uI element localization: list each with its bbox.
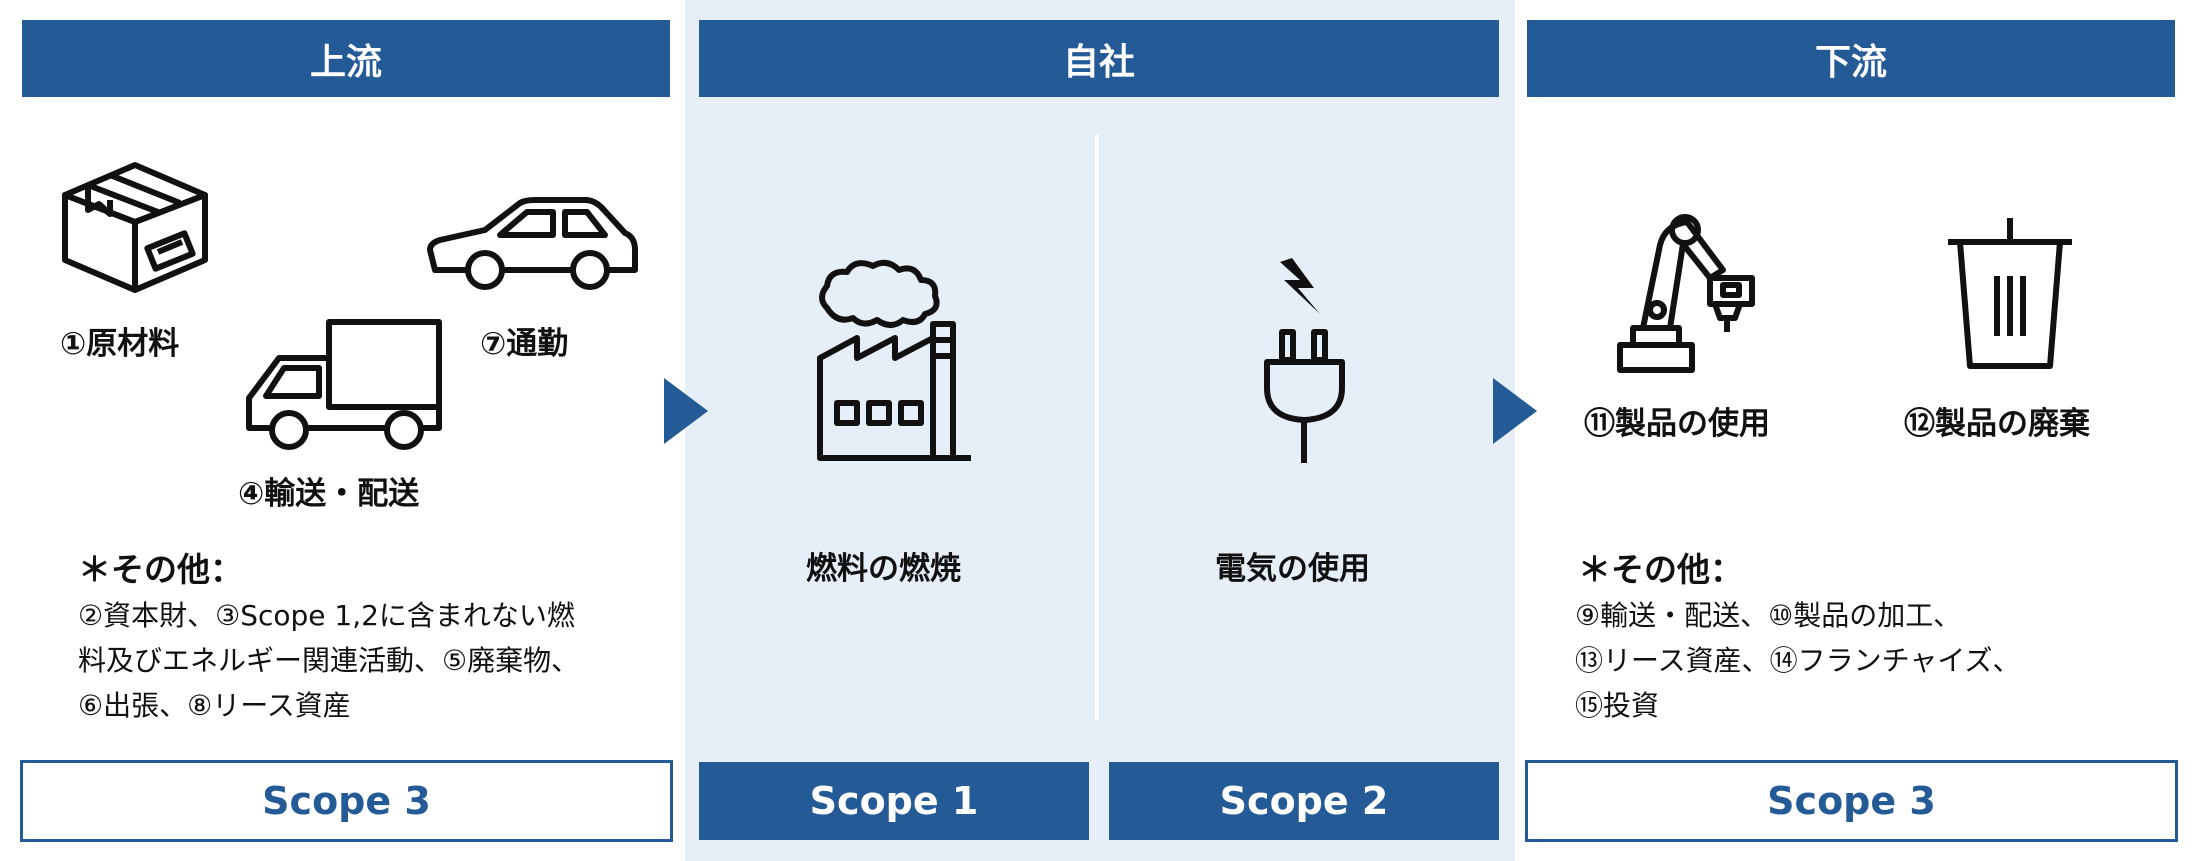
downstream-other-line: ⑮投資 [1575,689,1660,722]
scope-1-label: Scope 1 [809,779,979,823]
upstream-other-line: ⑥出張、⑧リース資産 [78,689,351,722]
scope-3-upstream-label: Scope 3 [262,779,431,823]
header-upstream: 上流 [22,20,670,97]
flow-arrow-icon [664,378,708,444]
upstream-other-line: 料及びエネルギー関連活動、⑤廃棄物、 [78,644,580,677]
header-upstream-label: 上流 [309,41,382,83]
scope-divider [1095,135,1099,720]
scope-2-label: Scope 2 [1219,779,1389,823]
upstream-other-title: ＊その他： [78,550,243,589]
item-raw-materials-label: ①原材料 [60,326,180,362]
header-own-company-label: 自社 [1062,41,1135,83]
header-own-company: 自社 [699,20,1499,97]
downstream-other-text: ⑨輸送・配送、⑩製品の加工、 ⑬リース資産、⑭フランチャイズ、 ⑮投資 [1575,593,2020,728]
item-product-disposal-label: ⑫製品の廃棄 [1904,406,2090,442]
fuel-combustion-label: 燃料の燃焼 [806,551,961,587]
upstream-other-line: ②資本財、③Scope 1,2に含まれない燃 [78,599,575,632]
electricity-use-label: 電気の使用 [1215,551,1370,587]
scope-3-upstream-box: Scope 3 [20,760,673,842]
header-downstream: 下流 [1527,20,2175,97]
scope-2-box: Scope 2 [1109,762,1499,840]
truck-icon [246,319,442,450]
downstream-other-title: ＊その他： [1578,550,1743,589]
box-icon [62,162,208,293]
item-product-use-label: ⑪製品の使用 [1584,406,1770,442]
header-downstream-label: 下流 [1814,41,1887,83]
plug-icon [1264,258,1345,463]
factory-icon [817,259,971,461]
own-company-band [685,0,1515,861]
scope-1-box: Scope 1 [699,762,1089,840]
car-icon [427,197,638,290]
trash-can-icon [1948,218,2072,369]
item-transport-label: ④輸送・配送 [238,476,420,512]
scope-3-downstream-label: Scope 3 [1767,779,1936,823]
downstream-other-line: ⑨輸送・配送、⑩製品の加工、 [1575,599,1962,632]
flow-arrow-icon [1493,378,1537,444]
robot-arm-icon [1617,214,1755,373]
scope-3-downstream-box: Scope 3 [1525,760,2178,842]
downstream-other-line: ⑬リース資産、⑭フランチャイズ、 [1575,644,2021,677]
upstream-other-text: ②資本財、③Scope 1,2に含まれない燃 料及びエネルギー関連活動、⑤廃棄物… [78,593,579,728]
item-commute-label: ⑦通勤 [480,326,569,362]
